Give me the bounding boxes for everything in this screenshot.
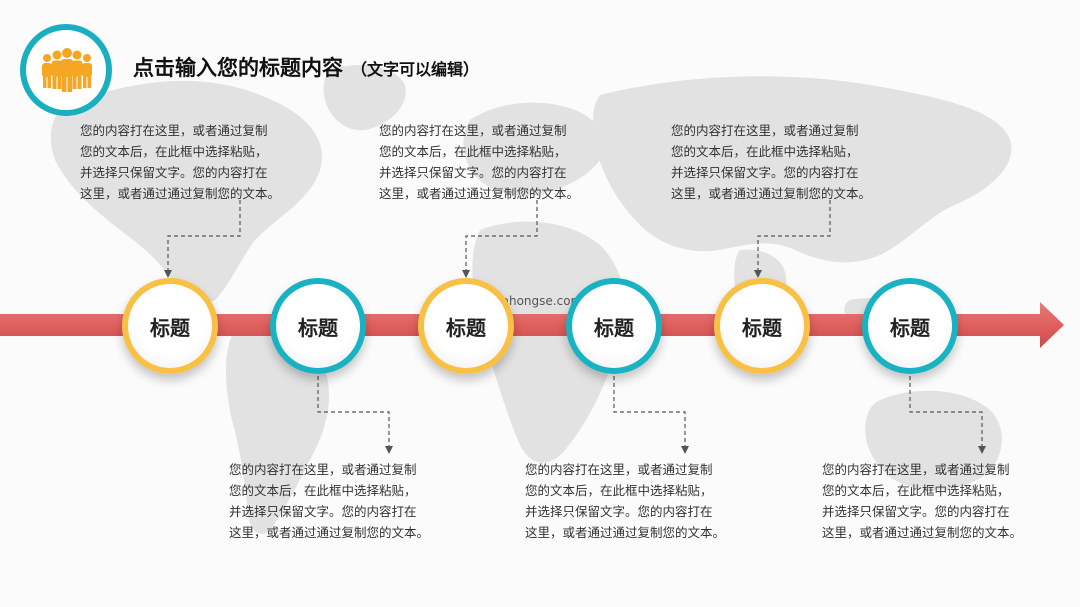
timeline-node-3: 标题 [418,278,514,374]
timeline-node-4: 标题 [566,278,662,374]
text-line: 您的文本后，在此框中选择粘贴， [229,483,417,498]
text-line: 您的内容打在这里，或者通过复制 [822,462,1010,477]
timeline-node-2: 标题 [270,278,366,374]
node-title: 标题 [150,315,190,340]
text-line: 您的内容打在这里，或者通过复制 [379,123,567,138]
node-title: 标题 [742,315,782,340]
connector-top-1 [164,200,241,278]
timeline-node-5: 标题 [714,278,810,374]
top-text-block-3: 您的内容打在这里，或者通过复制 您的文本后，在此框中选择粘贴， 并选择只保留文字… [671,120,901,204]
text-line: 您的文本后，在此框中选择粘贴， [671,144,859,159]
text-line: 您的文本后，在此框中选择粘贴， [822,483,1010,498]
node-title: 标题 [594,315,634,340]
top-text-block-2: 您的内容打在这里，或者通过复制 您的文本后，在此框中选择粘贴， 并选择只保留文字… [379,120,609,204]
text-line: 并选择只保留文字。您的内容打在 [80,165,268,180]
timeline-arrow [0,302,1064,348]
text-line: 并选择只保留文字。您的内容打在 [822,504,1010,519]
page-title-text: 点击输入您的标题内容 [133,56,343,80]
node-title: 标题 [890,315,930,340]
text-line: 这里，或者通过通过复制您的文本。 [229,525,430,540]
text-line: 您的文本后，在此框中选择粘贴， [379,144,567,159]
people-group-icon [42,48,92,92]
header-logo-badge [20,24,112,116]
text-line: 您的文本后，在此框中选择粘贴， [80,144,268,159]
top-text-block-1: 您的内容打在这里，或者通过复制 您的文本后，在此框中选择粘贴， 并选择只保留文字… [80,120,310,204]
text-line: 您的内容打在这里，或者通过复制 [229,462,417,477]
timeline-node-6: 标题 [862,278,958,374]
bottom-text-block-3: 您的内容打在这里，或者通过复制 您的文本后，在此框中选择粘贴， 并选择只保留文字… [822,459,1052,543]
text-line: 并选择只保留文字。您的内容打在 [525,504,713,519]
bottom-text-block-2: 您的内容打在这里，或者通过复制 您的文本后，在此框中选择粘贴， 并选择只保留文字… [525,459,755,543]
text-line: 这里，或者通过通过复制您的文本。 [671,186,872,201]
text-line: 并选择只保留文字。您的内容打在 [229,504,417,519]
watermark: dahongse.com [494,294,583,308]
text-line: 您的内容打在这里，或者通过复制 [671,123,859,138]
node-title: 标题 [446,315,486,340]
text-line: 您的文本后，在此框中选择粘贴， [525,483,713,498]
text-line: 并选择只保留文字。您的内容打在 [671,165,859,180]
connector-bottom-1 [317,376,393,454]
bottom-text-block-1: 您的内容打在这里，或者通过复制 您的文本后，在此框中选择粘贴， 并选择只保留文字… [229,459,459,543]
node-title: 标题 [298,315,338,340]
connector-top-3 [754,200,831,278]
text-line: 这里，或者通过通过复制您的文本。 [379,186,580,201]
page-subtitle: （文字可以编辑） [351,60,480,79]
timeline-node-1: 标题 [122,278,218,374]
page-title: 点击输入您的标题内容 （文字可以编辑） [133,52,479,82]
text-line: 这里，或者通过通过复制您的文本。 [525,525,726,540]
text-line: 您的内容打在这里，或者通过复制 [80,123,268,138]
connector-bottom-2 [613,376,689,454]
text-line: 这里，或者通过通过复制您的文本。 [822,525,1023,540]
connector-top-2 [462,200,538,278]
connector-bottom-3 [909,376,986,454]
text-line: 并选择只保留文字。您的内容打在 [379,165,567,180]
text-line: 这里，或者通过通过复制您的文本。 [80,186,281,201]
text-line: 您的内容打在这里，或者通过复制 [525,462,713,477]
